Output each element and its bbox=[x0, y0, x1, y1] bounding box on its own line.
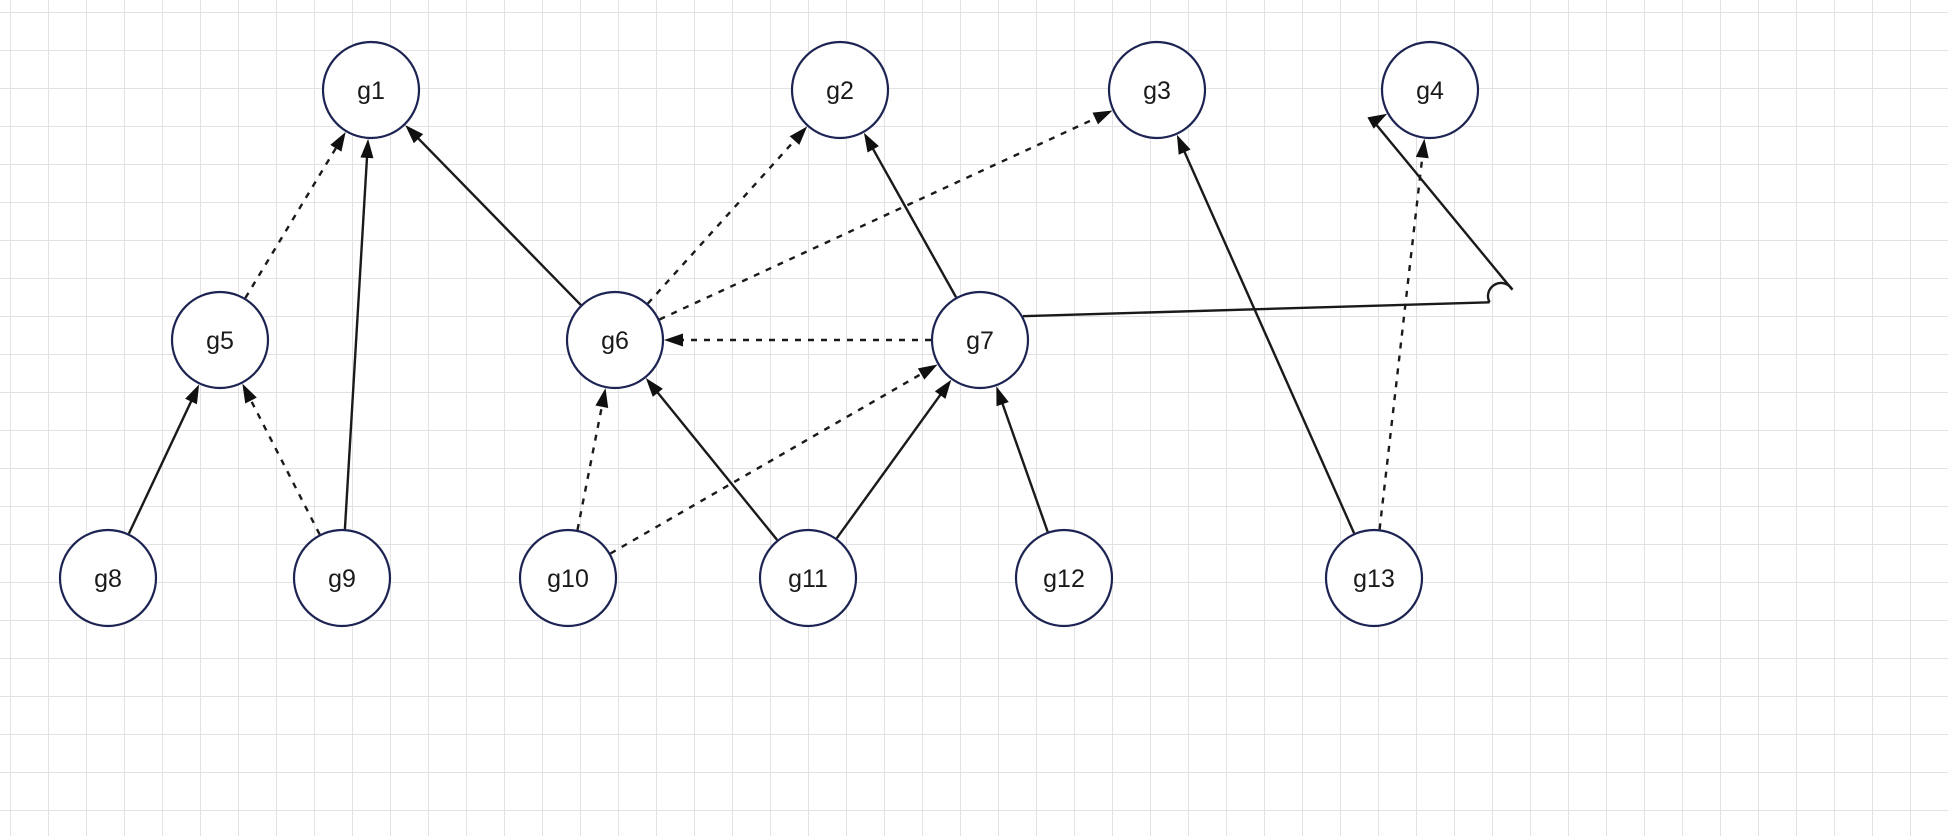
graph-node-g4[interactable]: g4 bbox=[1380, 40, 1480, 140]
edge-segment bbox=[415, 135, 582, 306]
node-circle[interactable] bbox=[1380, 40, 1480, 140]
edge-segment bbox=[576, 403, 604, 531]
edge-segment bbox=[127, 397, 194, 535]
edge-g13-to-g3[interactable] bbox=[1176, 134, 1356, 534]
edge-g7-to-g6[interactable] bbox=[664, 333, 931, 347]
edge-segment bbox=[248, 396, 321, 535]
edge-g6-to-g2[interactable] bbox=[646, 126, 808, 305]
graph-node-g7[interactable]: g7 bbox=[930, 290, 1030, 390]
edge-g10-to-g7[interactable] bbox=[609, 364, 938, 555]
node-circle[interactable] bbox=[930, 290, 1030, 390]
graph-node-g12[interactable]: g12 bbox=[1014, 528, 1114, 628]
edge-g11-to-g6[interactable] bbox=[645, 378, 779, 541]
arrow-head-icon bbox=[242, 383, 257, 404]
node-circle[interactable] bbox=[292, 528, 392, 628]
edge-g9-to-g1[interactable] bbox=[343, 138, 374, 530]
node-circle[interactable] bbox=[565, 290, 665, 390]
graph-node-g1[interactable]: g1 bbox=[321, 40, 421, 140]
graph-node-g13[interactable]: g13 bbox=[1324, 528, 1424, 628]
node-circle[interactable] bbox=[518, 528, 618, 628]
edge-segment bbox=[244, 144, 339, 299]
edge-g6-to-g3[interactable] bbox=[658, 110, 1113, 321]
edge-segment bbox=[1378, 154, 1424, 530]
arrow-head-icon bbox=[595, 388, 609, 408]
edge-segment bbox=[646, 137, 798, 305]
arrow-head-icon bbox=[1176, 134, 1191, 155]
edge-segment bbox=[870, 145, 958, 298]
node-circle[interactable] bbox=[758, 528, 858, 628]
graph-node-g9[interactable]: g9 bbox=[292, 528, 392, 628]
node-circle[interactable] bbox=[170, 290, 270, 390]
arrow-head-icon bbox=[789, 126, 808, 145]
edge-segment bbox=[658, 115, 1099, 321]
arrow-head-icon bbox=[917, 364, 938, 380]
graph-node-g10[interactable]: g10 bbox=[518, 528, 618, 628]
arrow-head-icon bbox=[360, 138, 374, 159]
edge-g7-to-g2[interactable] bbox=[863, 132, 958, 298]
edge-segment bbox=[1182, 148, 1356, 534]
edge-g8-to-g5[interactable] bbox=[127, 384, 200, 535]
node-circle[interactable] bbox=[1014, 528, 1114, 628]
arrow-head-icon bbox=[863, 132, 879, 153]
edge-layer bbox=[127, 110, 1514, 555]
graph-node-g11[interactable]: g11 bbox=[758, 528, 858, 628]
graph-node-g5[interactable]: g5 bbox=[170, 290, 270, 390]
edge-segment bbox=[835, 391, 944, 539]
arrow-head-icon bbox=[330, 131, 346, 152]
graph-node-g8[interactable]: g8 bbox=[58, 528, 158, 628]
graph-node-g3[interactable]: g3 bbox=[1107, 40, 1207, 140]
edge-g11-to-g7[interactable] bbox=[835, 379, 952, 539]
node-circle[interactable] bbox=[790, 40, 890, 140]
edge-g5-to-g1[interactable] bbox=[244, 131, 346, 299]
edge-g7-to-g4[interactable] bbox=[1022, 113, 1514, 318]
arrow-head-icon bbox=[185, 384, 200, 405]
arrow-head-icon bbox=[1367, 113, 1388, 129]
edge-segment bbox=[1022, 301, 1490, 318]
edge-g6-to-g1[interactable] bbox=[405, 125, 582, 306]
edge-g13-to-g4[interactable] bbox=[1378, 138, 1429, 530]
node-circle[interactable] bbox=[321, 40, 421, 140]
edge-g9-to-g5[interactable] bbox=[242, 383, 321, 535]
arrow-head-icon bbox=[664, 333, 683, 347]
node-circle[interactable] bbox=[1324, 528, 1424, 628]
node-circle[interactable] bbox=[1107, 40, 1207, 140]
edge-g12-to-g7[interactable] bbox=[996, 386, 1049, 533]
edge-segment bbox=[1000, 400, 1049, 533]
edge-g10-to-g6[interactable] bbox=[576, 388, 609, 531]
edge-segment bbox=[1372, 120, 1514, 291]
edge-segment bbox=[343, 154, 369, 530]
edge-segment bbox=[609, 371, 925, 555]
arrow-head-icon bbox=[1092, 110, 1113, 125]
graph-node-g6[interactable]: g6 bbox=[565, 290, 665, 390]
arrow-head-icon bbox=[934, 379, 952, 399]
edge-segment bbox=[654, 389, 779, 541]
arrow-head-icon bbox=[405, 125, 424, 144]
arrow-head-icon bbox=[1415, 138, 1429, 159]
graph-node-g2[interactable]: g2 bbox=[790, 40, 890, 140]
node-circle[interactable] bbox=[58, 528, 158, 628]
arrow-head-icon bbox=[645, 378, 663, 397]
arrow-head-icon bbox=[996, 386, 1009, 407]
